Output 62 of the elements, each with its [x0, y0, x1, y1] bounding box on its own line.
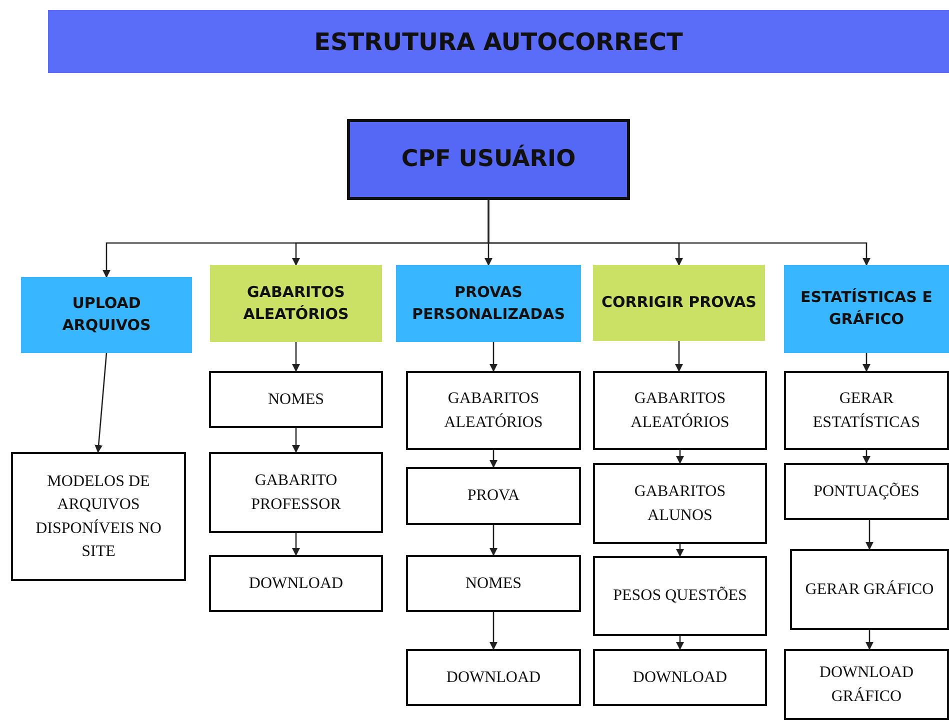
box-label: MODELOS DE ARQUIVOS DISPONÍVEIS NO SITE: [34, 472, 162, 562]
process-box: [593, 371, 767, 450]
box-label: PROVA: [467, 486, 520, 506]
category-box: [396, 265, 581, 342]
process-box: [406, 467, 581, 525]
connector-arrow: [490, 450, 498, 468]
connector-arrow: [866, 630, 874, 650]
process-box: [790, 549, 949, 630]
box-label: DOWNLOAD: [248, 574, 344, 594]
box-label: GABARITOS ALEATÓRIOS: [443, 389, 544, 432]
connector-arrow: [676, 544, 684, 557]
process-box: [784, 371, 949, 450]
box-label: GABARITOS ALUNOS: [633, 482, 727, 526]
process-box: [784, 649, 949, 720]
connector-arrow: [862, 353, 870, 372]
box-label: CPF USUÁRIO: [401, 144, 576, 174]
connector-arrow: [490, 612, 498, 650]
process-box: [784, 463, 949, 520]
process-box: [406, 371, 581, 450]
box-label: DOWNLOAD GRÁFICO: [818, 663, 915, 706]
category-box: [593, 265, 765, 341]
connector-arrow: [488, 200, 870, 266]
box-label: GABARITO PROFESSOR: [250, 471, 342, 514]
category-box: [210, 265, 382, 342]
connector-arrow: [490, 342, 498, 372]
box-label: CORRIGIR PROVAS: [601, 292, 756, 314]
box-label: ESTATÍSTICAS E GRÁFICO: [800, 287, 934, 330]
process-box: [406, 555, 581, 612]
title-banner: ESTRUTURA AUTOCORRECT: [48, 10, 949, 73]
connector-arrow: [676, 636, 684, 650]
box-label: DOWNLOAD: [446, 668, 541, 688]
category-box: [21, 277, 192, 353]
connector-arrow: [94, 352, 108, 453]
box-label: GABARITOS ALEATÓRIOS: [630, 389, 730, 432]
process-box: [209, 371, 383, 428]
box-label: GABARITOS ALEATÓRIOS: [242, 282, 350, 324]
connector-arrow: [292, 342, 300, 372]
process-box: [406, 649, 581, 706]
box-label: NOMES: [465, 574, 522, 594]
process-box: [593, 556, 767, 636]
root-box: [347, 119, 630, 200]
box-label: DOWNLOAD: [632, 668, 728, 688]
process-box: [11, 452, 186, 581]
connector-arrow: [292, 428, 300, 453]
category-box: [784, 265, 949, 353]
connector-arrow: [866, 520, 874, 550]
connector-arrow: [675, 341, 683, 372]
box-label: GERAR GRÁFICO: [805, 579, 934, 600]
box-label: PONTUAÇÕES: [814, 482, 920, 502]
process-box: [593, 649, 767, 706]
box-label: NOMES: [268, 390, 324, 410]
process-box: [209, 555, 383, 612]
connector-arrow: [862, 450, 870, 464]
connector-arrow: [490, 525, 498, 556]
process-box: [209, 452, 383, 533]
box-label: UPLOAD ARQUIVOS: [61, 293, 152, 336]
box-label: PROVAS PERSONALIZADAS: [411, 282, 566, 324]
connector-arrow: [292, 533, 300, 556]
box-label: GERAR ESTATÍSTICAS: [812, 389, 922, 432]
connector-arrow: [676, 450, 684, 464]
process-box: [593, 463, 767, 544]
box-label: PESOS QUESTÕES: [613, 586, 747, 606]
